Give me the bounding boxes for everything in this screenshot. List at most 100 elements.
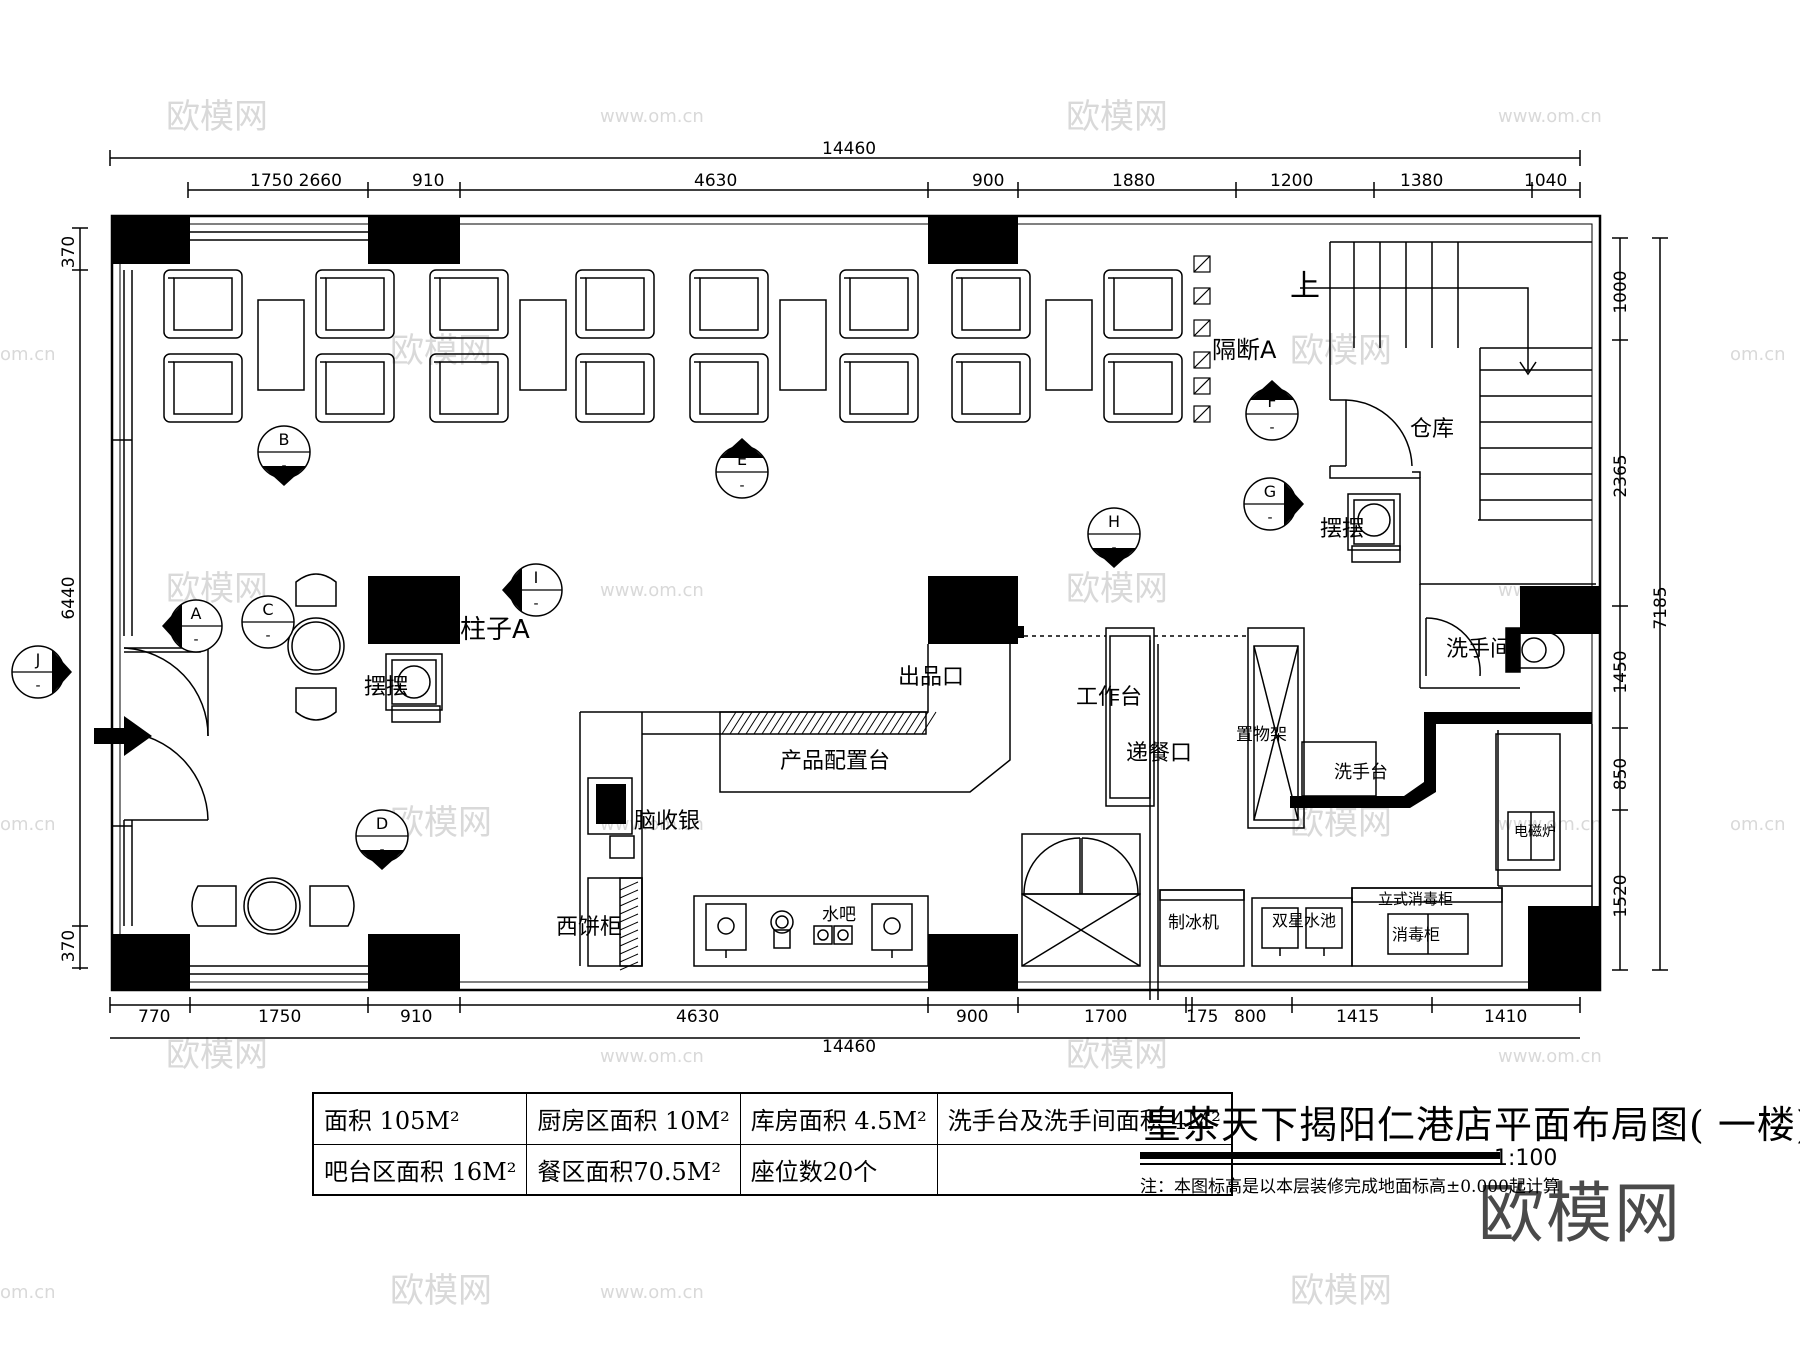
dim-label: 1040 [1524, 171, 1567, 191]
section-marker-sub: - [379, 842, 384, 858]
partition-label: 隔断A [1212, 336, 1277, 364]
workbench-label: 工作台 [1076, 685, 1142, 710]
dim-label: 1520 [1611, 874, 1631, 917]
armchair-icon [429, 269, 509, 339]
dim-label: 1410 [1484, 1007, 1527, 1027]
watermark-layer: 欧模网欧模网欧模网欧模网欧模网欧模网欧模网欧模网欧模网欧模网欧模网欧模网www.… [0, 97, 1786, 1311]
dim-label: 175 [1186, 1007, 1218, 1027]
sterilizer-label: 消毒柜 [1392, 925, 1440, 944]
section-marker-f: F- [1245, 380, 1299, 441]
armchair-icon [839, 353, 919, 423]
section-marker-label: E [737, 450, 747, 469]
ornament-right-label: 摆摆 [1320, 517, 1364, 542]
round-tables [191, 573, 355, 935]
column-label: 柱子A [460, 615, 530, 645]
armchair-icon [1103, 353, 1183, 423]
table-cell: 餐区面积70.5M² [526, 1143, 741, 1196]
dim-label: 1750 2660 [250, 171, 342, 191]
dim-label: 1880 [1112, 171, 1155, 191]
dim-label: 800 [1234, 1007, 1266, 1027]
seating-area [163, 269, 1183, 423]
watermark-edge: om.cn [0, 344, 56, 365]
pastry-cabinet-label: 西饼柜 [556, 915, 622, 940]
room-labels: 隔断A 柱子A 摆摆 摆摆 仓库 上 洗手间 出品口 工作台 递餐口 置物架 洗… [364, 269, 1556, 944]
table-cell: 库房面积 4.5M² [739, 1092, 938, 1145]
armchair-icon [315, 353, 395, 423]
watermark-brand: 欧模网 [1066, 97, 1168, 137]
armchair-icon [1103, 269, 1183, 339]
watermark-brand: 欧模网 [1066, 569, 1168, 609]
armchair-icon [575, 269, 655, 339]
armchair-icon [951, 269, 1031, 339]
watermark-brand: 欧模网 [1290, 1271, 1392, 1311]
table-cell: 厨房区面积 10M² [526, 1092, 741, 1145]
armchair-icon [163, 353, 243, 423]
watermark-site: www.om.cn [1498, 106, 1602, 127]
ice-machine-label: 制冰机 [1168, 913, 1219, 933]
watermark-brand: 欧模网 [166, 97, 268, 137]
section-marker-sub: - [35, 678, 40, 694]
watermark-edge: om.cn [0, 1282, 56, 1303]
partition-a [1193, 255, 1211, 423]
section-marker-sub: - [281, 458, 286, 474]
stairs-up-label: 上 [1290, 269, 1320, 304]
dim-label: 1000 [1611, 270, 1631, 313]
entry-arrow-icon [94, 716, 152, 756]
columns [112, 216, 1600, 990]
section-marker-label: I [534, 568, 539, 587]
armchair-icon [951, 353, 1031, 423]
dim-label: 4630 [694, 171, 737, 191]
section-marker-sub: - [1111, 540, 1116, 556]
cashier-label: 脑收银 [634, 809, 700, 834]
microwave-label: 电磁炉 [1514, 824, 1556, 840]
section-marker-i: I- [502, 563, 563, 617]
dim-label: 6440 [59, 576, 79, 619]
dim-label: 910 [412, 171, 444, 191]
drawing-note: 注：本图标高是以本层装修完成地面标高±0.000起计算 [1140, 1177, 1560, 1197]
title-underline-thin [1140, 1163, 1500, 1165]
dim-total-right: 7185 [1651, 586, 1671, 629]
watermark-site: www.om.cn [600, 106, 704, 127]
dim-label: 900 [956, 1007, 988, 1027]
section-marker-a: A- [162, 599, 223, 653]
dim-label: 770 [138, 1007, 170, 1027]
watermark-edge: om.cn [0, 814, 56, 835]
section-marker-c: C- [241, 595, 295, 649]
section-marker-label: C [262, 600, 273, 619]
ornament-left-label: 摆摆 [364, 675, 408, 700]
watermark-brand: 欧模网 [390, 331, 492, 371]
disinfect-cabinet-label: 立式消毒柜 [1378, 890, 1453, 908]
table-row: 吧台区面积 16M² 餐区面积70.5M² 座位数20个 [312, 1143, 1233, 1196]
area-table: 面积 105M² 厨房区面积 10M² 库房面积 4.5M² 洗手台及洗手间面积… [312, 1092, 1233, 1196]
serving-out-label: 出品口 [898, 665, 964, 690]
armchair-icon [163, 269, 243, 339]
watermark-brand: 欧模网 [1290, 331, 1392, 371]
dim-label: 910 [400, 1007, 432, 1027]
section-marker-b: B- [257, 425, 311, 486]
section-marker-sub: - [1267, 510, 1272, 526]
section-marker-sub: - [193, 632, 198, 648]
dim-label: 850 [1611, 758, 1631, 790]
dim-label: 4630 [676, 1007, 719, 1027]
dim-label: 370 [59, 930, 79, 962]
section-marker-label: H [1108, 512, 1120, 531]
section-marker-label: B [279, 430, 290, 449]
watermark-site: www.om.cn [600, 1046, 704, 1067]
title-underline [1140, 1152, 1500, 1159]
shelf-label: 置物架 [1236, 725, 1287, 745]
watermark-site: www.om.cn [1498, 1046, 1602, 1067]
section-marker-g: G- [1243, 477, 1304, 531]
warehouse-label: 仓库 [1410, 417, 1454, 442]
watermark-brand: 欧模网 [390, 1271, 492, 1311]
dim-label: 900 [972, 171, 1004, 191]
watermark-brand: 欧模网 [1066, 1035, 1168, 1075]
watermark-brand: 欧模网 [166, 1035, 268, 1075]
dim-label: 1200 [1270, 171, 1313, 191]
armchair-icon [429, 353, 509, 423]
watermark-site: www.om.cn [600, 580, 704, 601]
table-row: 面积 105M² 厨房区面积 10M² 库房面积 4.5M² 洗手台及洗手间面积… [312, 1092, 1233, 1145]
brand-logo: 欧模网 [1478, 1175, 1682, 1252]
table-cell: 洗手台及洗手间面积 4M² [936, 1092, 1233, 1145]
dim-total-top: 14460 [822, 139, 876, 159]
